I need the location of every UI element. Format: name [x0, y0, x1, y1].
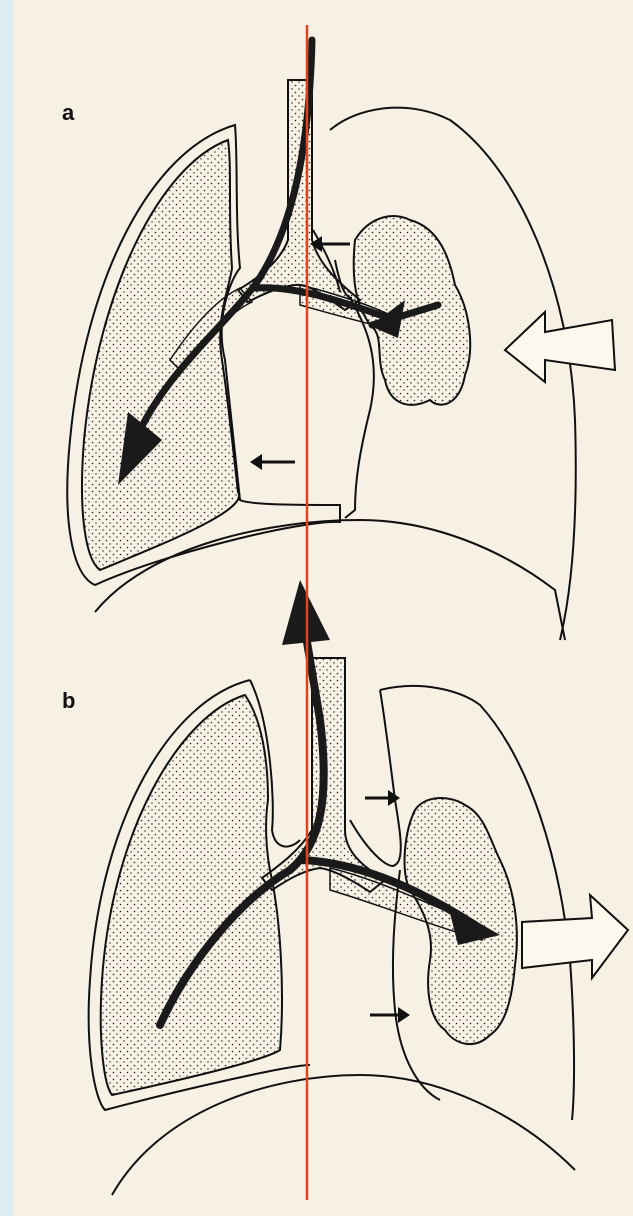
panel-label-b: b	[62, 688, 75, 714]
panel-label-a: a	[62, 100, 74, 126]
